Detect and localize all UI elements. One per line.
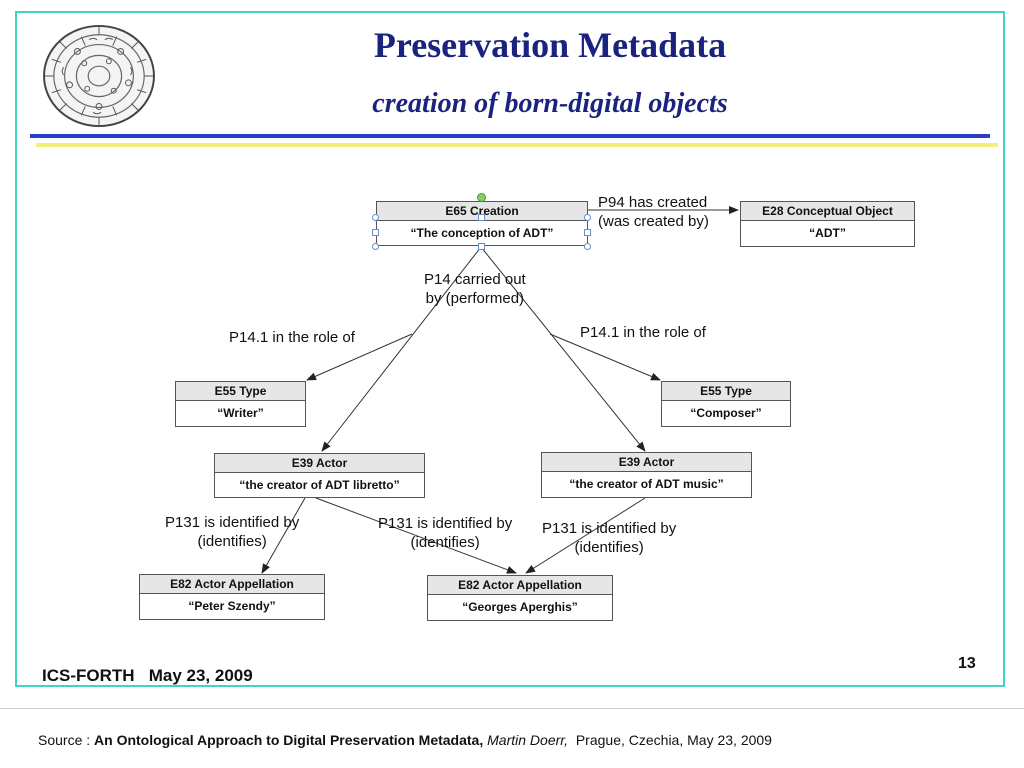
node-e82-appellation-szendy[interactable]: E82 Actor Appellation “Peter Szendy” <box>139 574 325 620</box>
node-value-label: “Writer” <box>217 406 264 420</box>
node-value-label: “Composer” <box>690 406 762 420</box>
resize-handle-top-right[interactable] <box>584 214 591 221</box>
resize-handle-top-left[interactable] <box>372 214 379 221</box>
footer-org: ICS-FORTH <box>42 666 135 685</box>
edge-p131-aperghis-left <box>315 497 517 574</box>
divider <box>0 708 1024 709</box>
edge-p131-szendy <box>261 497 306 574</box>
node-value-label: “the creator of ADT libretto” <box>239 478 400 492</box>
rotate-handle[interactable] <box>477 193 486 202</box>
node-e82-appellation-aperghis[interactable]: E82 Actor Appellation “Georges Aperghis” <box>427 575 613 621</box>
source-title: An Ontological Approach to Digital Prese… <box>94 732 484 748</box>
phaistos-disc-logo <box>43 24 155 128</box>
edge-label-p94: P94 has created(was created by) <box>598 194 709 230</box>
edge-label-p131-b: P131 is identified by(identifies) <box>378 515 513 551</box>
title-underline-yellow <box>36 143 998 147</box>
page-number: 13 <box>958 655 976 672</box>
edge-p141-right <box>549 333 661 381</box>
node-value-label: “Peter Szendy” <box>188 599 276 613</box>
page-subtitle: creation of born-digital objects <box>372 88 728 119</box>
source-place-date: Prague, Czechia, May 23, 2009 <box>575 732 772 748</box>
resize-handle-right[interactable] <box>584 229 591 236</box>
node-e55-type-composer[interactable]: E55 Type “Composer” <box>661 381 791 427</box>
node-type-label: E82 Actor Appellation <box>140 575 324 594</box>
node-e28-conceptual-object[interactable]: E28 Conceptual Object “ADT” <box>740 201 915 247</box>
source-citation: Source : An Ontological Approach to Digi… <box>38 732 772 748</box>
node-value-label: “Georges Aperghis” <box>462 600 578 614</box>
node-value-label: “The conception of ADT” <box>410 226 554 240</box>
footer-date: May 23, 2009 <box>148 666 253 685</box>
footer: ICS-FORTH May 23, 2009 <box>42 666 253 686</box>
source-author: Martin Doerr, <box>487 732 569 748</box>
edge-p14-music <box>480 246 646 452</box>
resize-handle-bottom-right[interactable] <box>584 243 591 250</box>
edge-label-p131-c: P131 is identified by(identifies) <box>542 520 677 556</box>
node-e39-actor-libretto[interactable]: E39 Actor “the creator of ADT libretto” <box>214 453 425 498</box>
edge-label-p131-a: P131 is identified by(identifies) <box>165 514 300 550</box>
node-type-label: E55 Type <box>176 382 305 401</box>
node-type-label: E39 Actor <box>215 454 424 473</box>
node-type-label: E39 Actor <box>542 453 751 472</box>
resize-handle-top[interactable] <box>478 214 485 221</box>
page-title: Preservation Metadata <box>373 25 727 65</box>
edge-p14-libretto <box>321 246 482 452</box>
resize-handle-left[interactable] <box>372 229 379 236</box>
node-value-label: “the creator of ADT music” <box>569 477 724 491</box>
resize-handle-bottom-left[interactable] <box>372 243 379 250</box>
node-e65-creation[interactable]: E65 Creation “The conception of ADT” <box>376 201 588 246</box>
node-type-label: E55 Type <box>662 382 790 401</box>
edge-p131-aperghis-right <box>525 497 646 574</box>
edge-label-p141-left: P14.1 in the role of <box>229 329 355 346</box>
title-underline-blue <box>30 134 990 138</box>
source-prefix: Source : <box>38 732 95 748</box>
node-e55-type-writer[interactable]: E55 Type “Writer” <box>175 381 306 427</box>
node-type-label: E82 Actor Appellation <box>428 576 612 595</box>
node-e39-actor-music[interactable]: E39 Actor “the creator of ADT music” <box>541 452 752 498</box>
resize-handle-bottom[interactable] <box>478 243 485 250</box>
node-type-label: E28 Conceptual Object <box>741 202 914 221</box>
edge-p141-left <box>306 333 413 381</box>
edge-label-p141-right: P14.1 in the role of <box>580 324 706 341</box>
node-value-label: “ADT” <box>809 226 846 240</box>
